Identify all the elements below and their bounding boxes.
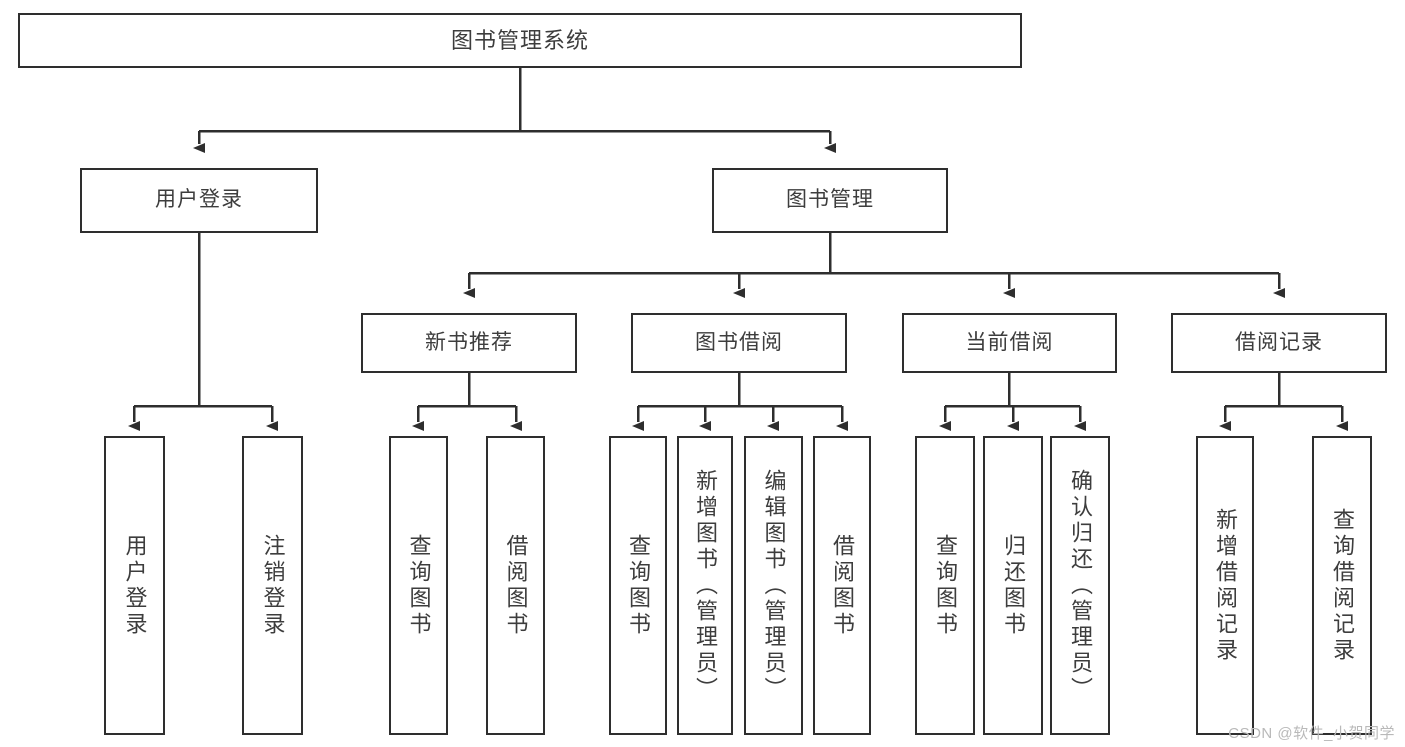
node-borrow-record-label: 借阅记录 (1235, 330, 1323, 354)
node-leaf-query-book-1-label: 查询图书 (406, 533, 432, 638)
node-new-book-recommend-label: 新书推荐 (425, 330, 513, 354)
node-leaf-borrow-book-1[interactable]: 借阅图书 (486, 436, 545, 735)
node-leaf-edit-book-label: 编辑图书（管理员） (761, 468, 787, 703)
node-leaf-query-book-2[interactable]: 查询图书 (609, 436, 667, 735)
node-leaf-return-book[interactable]: 归还图书 (983, 436, 1043, 735)
node-leaf-confirm-return-label: 确认归还（管理员） (1067, 468, 1093, 703)
node-user-login[interactable]: 用户登录 (80, 168, 318, 233)
node-leaf-query-book-1[interactable]: 查询图书 (389, 436, 448, 735)
node-leaf-borrow-book-2[interactable]: 借阅图书 (813, 436, 871, 735)
node-leaf-add-record-label: 新增借阅记录 (1212, 507, 1238, 664)
node-leaf-query-record-label: 查询借阅记录 (1329, 507, 1355, 664)
node-root-label: 图书管理系统 (450, 27, 589, 53)
node-borrow-record[interactable]: 借阅记录 (1171, 313, 1387, 373)
node-leaf-logout[interactable]: 注销登录 (242, 436, 303, 735)
node-book-borrow[interactable]: 图书借阅 (631, 313, 847, 373)
node-leaf-confirm-return[interactable]: 确认归还（管理员） (1050, 436, 1110, 735)
node-new-book-recommend[interactable]: 新书推荐 (361, 313, 577, 373)
node-leaf-query-record[interactable]: 查询借阅记录 (1312, 436, 1372, 735)
node-book-borrow-label: 图书借阅 (695, 330, 783, 354)
node-leaf-edit-book[interactable]: 编辑图书（管理员） (744, 436, 803, 735)
watermark: CSDN @软件_小贺同学 (1228, 725, 1395, 742)
node-root[interactable]: 图书管理系统 (18, 13, 1022, 68)
node-current-borrow[interactable]: 当前借阅 (902, 313, 1117, 373)
node-user-login-label: 用户登录 (155, 188, 243, 212)
node-leaf-logout-label: 注销登录 (260, 533, 286, 638)
node-leaf-query-book-3-label: 查询图书 (932, 533, 958, 638)
node-leaf-query-book-3[interactable]: 查询图书 (915, 436, 975, 735)
node-leaf-add-book[interactable]: 新增图书（管理员） (677, 436, 733, 735)
node-leaf-borrow-book-1-label: 借阅图书 (503, 533, 529, 638)
node-leaf-add-record[interactable]: 新增借阅记录 (1196, 436, 1254, 735)
node-leaf-user-login-label: 用户登录 (122, 533, 148, 638)
node-leaf-add-book-label: 新增图书（管理员） (692, 468, 718, 703)
node-book-manage[interactable]: 图书管理 (712, 168, 948, 233)
node-book-manage-label: 图书管理 (786, 188, 874, 212)
node-leaf-user-login[interactable]: 用户登录 (104, 436, 165, 735)
node-leaf-return-book-label: 归还图书 (1000, 533, 1026, 638)
node-leaf-query-book-2-label: 查询图书 (625, 533, 651, 638)
node-current-borrow-label: 当前借阅 (965, 330, 1054, 354)
node-leaf-borrow-book-2-label: 借阅图书 (829, 533, 855, 638)
